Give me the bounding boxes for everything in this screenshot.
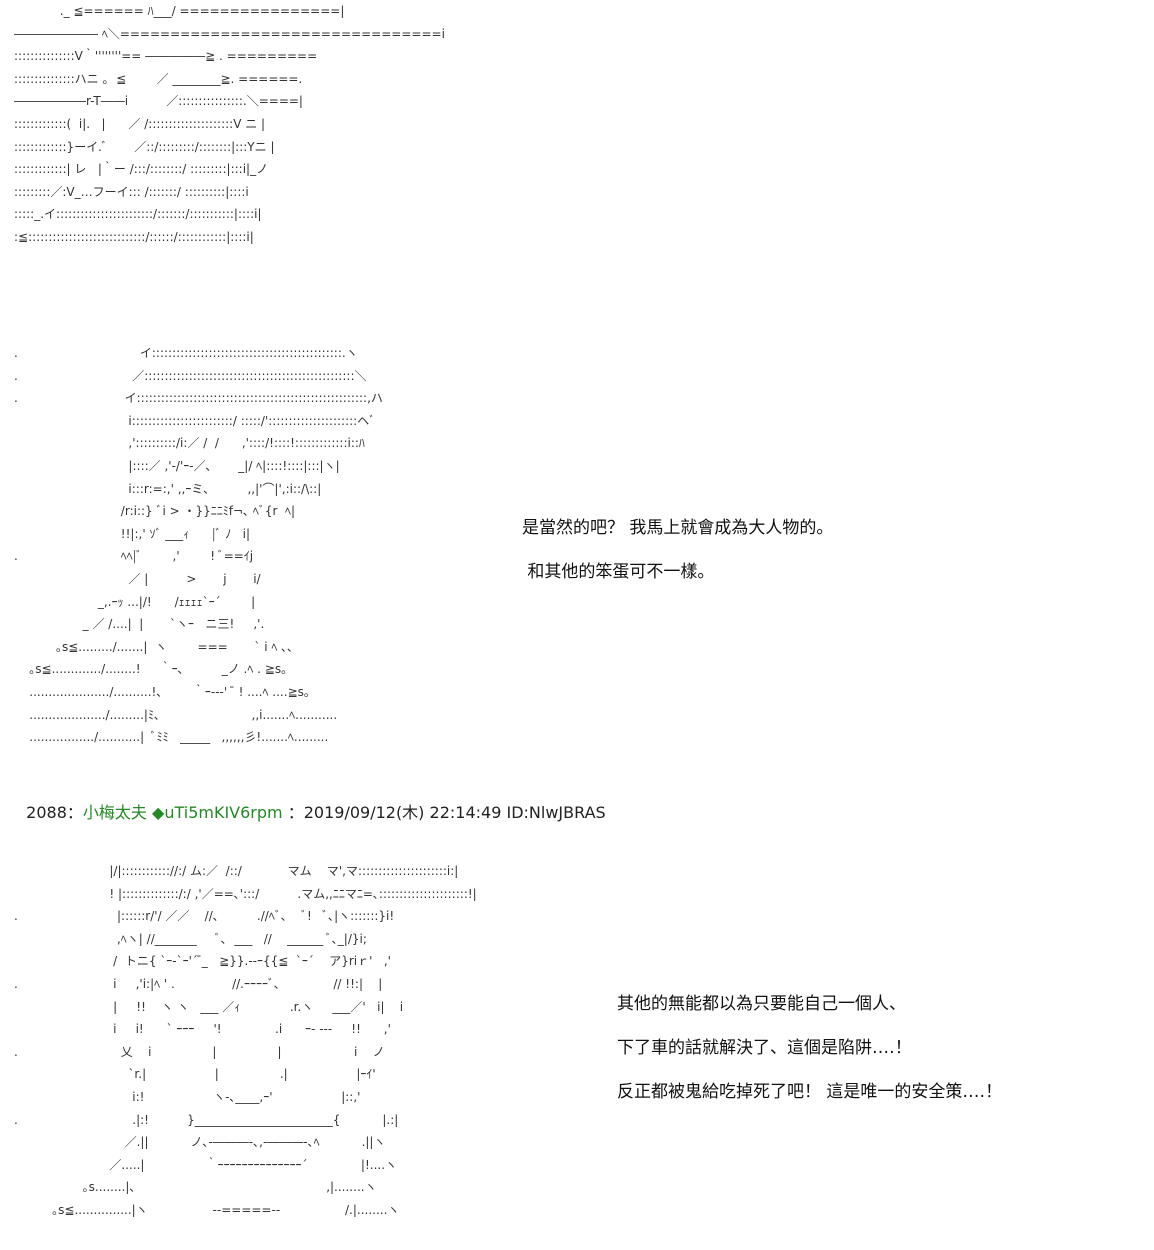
- post-id: ID:NlwJBRAS: [506, 803, 606, 822]
- ascii-art-line: ｡s≦...............|ヽ -‐=====‐- /.|......…: [14, 1202, 400, 1217]
- ascii-art-line: `r.| | .| |ｰｲ': [14, 1067, 376, 1082]
- ascii-art-line: . i ,'i:|ﾍ ' . //.ｰｰｰｰﾞ､ // !!:| |: [14, 976, 383, 991]
- ascii-art-line: i:::::::::::::::::::::::::/ :::::/':::::…: [14, 413, 376, 428]
- ascii-art-line: ...................../..........!､ ｀ｰ--‐…: [14, 684, 310, 699]
- ascii-art-line: i:::r:=:,' ,,ｰミ､ ,,|'⌒|',:i::/\::|: [14, 481, 322, 496]
- ascii-art-line: . .|:! }_______________________{ |.:|: [14, 1112, 399, 1127]
- ascii-art-line: :::::::::::::::ハニ ｡ ≦ ／ ________≧. =====…: [14, 71, 303, 86]
- dialog-line: 反正都被鬼給吃掉死了吧！ 這是唯一的安全策‥‥！: [617, 1082, 1003, 1102]
- ascii-art-line: :::::_.イ::::::::::::::::::::::::/:::::::…: [14, 207, 262, 222]
- ascii-art-character-middle: . イ:::::::::::::::::::::::::::::::::::::…: [14, 342, 383, 749]
- ascii-art-line: . |::::::r/'/ ／／ //､ .//ﾍﾞ､ ﾞ! ﾞ､|ヽ:::::…: [14, 909, 395, 924]
- dialog-line: 是當然的吧？ 我馬上就會成為大人物的。: [522, 518, 834, 538]
- separator: ：: [287, 803, 304, 822]
- ascii-art-line: ._ ≦====== ﾊ___/ ================|: [14, 4, 345, 18]
- ascii-art-line: ｡s≦............./........! ｀ｰ､ _ノ .ﾍ . ≧…: [14, 662, 288, 677]
- ascii-art-line: | !! ヽ ヽ ___ ／ｨ .r.ヽ ___／' i| i: [14, 999, 404, 1014]
- ascii-art-line: ／.....| ｀ｰｰｰｰｰｰｰｰｰｰｰｰｰｰ´ |!....ヽ: [14, 1157, 398, 1172]
- ascii-art-line: ｡s........|､ ,|........ヽ: [14, 1180, 377, 1195]
- ascii-art-line: /r:i::} ﾞi > ・}}ﾆﾆﾐf¬､ ﾍﾞ{r ﾍ|: [14, 504, 296, 519]
- dialog-line: 下了車的話就解決了、這個是陷阱‥‥！: [617, 1038, 912, 1058]
- ascii-art-line: :::::::::::::| レ |｀ー /:::/::::::::/ ::::…: [14, 162, 269, 177]
- ascii-art-top: ._ ≦====== ﾊ___/ ================| ―――――…: [14, 0, 445, 249]
- separator: ：: [66, 803, 83, 822]
- post-datetime: 2019/09/12(木) 22:14:49: [303, 803, 502, 822]
- poster-name[interactable]: 小梅太夫: [82, 803, 147, 822]
- ascii-art-line: _ ／ /....| | `ヽｰ ニ三! ,'.: [14, 617, 265, 632]
- dialog-line: 其他的無能都以為只要能自己一個人、: [617, 994, 906, 1014]
- ascii-art-line: |::::／ ,'-/'ｰ-／､ _|/ ﾍ|::::!::::|:::|ヽ|: [14, 458, 340, 473]
- ascii-art-character-bottom: |/|:::::::::::://:/ ム:／ /::/ マム マ',マ::::…: [14, 860, 477, 1222]
- ascii-art-line: :≦:::::::::::::::::::::::::::::/::::::/:…: [14, 229, 254, 244]
- ascii-art-line: _,.ｰｯ ...|/! /ｪｪｪｪ`ｰ´ |: [14, 594, 256, 609]
- ascii-art-line: . ／:::::::::::::::::::::::::::::::::::::…: [14, 368, 367, 383]
- ascii-art-line: . イ:::::::::::::::::::::::::::::::::::::…: [14, 391, 383, 406]
- ascii-art-line: !!|:,' ｿﾞ ___ｨ |ﾞ ﾉ i|: [14, 526, 251, 541]
- ascii-art-line: i:! ヽ-､____,ｰ' |::,': [14, 1089, 361, 1104]
- ascii-art-line: ｡s≦........./.......| ヽ === ` i ﾍ ､､: [14, 639, 294, 654]
- ascii-art-line: / トニ{ `ｰ-`ｰ'´ ̄_ ≧}}.--ｰ{{≦ `ｰ´ ア}riｒ' ,…: [14, 954, 391, 969]
- ascii-art-line: ――――――― ﾍ＼==============================…: [14, 26, 445, 41]
- ascii-art-line: :::::::::::::::V｀''''''''== ―――――≧ . ===…: [14, 49, 318, 64]
- poster-trip: ◆uTi5mKIV6rpm: [152, 803, 283, 822]
- ascii-art-line: :::::::::::::( i|. | ／ /::::::::::::::::…: [14, 116, 266, 131]
- post-number: 2088: [26, 803, 67, 822]
- ascii-art-line: |/|:::::::::::://:/ ム:／ /::/ マム マ',マ::::…: [14, 864, 459, 878]
- ascii-art-line: . 乂 i | | i ノ: [14, 1044, 385, 1059]
- ascii-art-line: i i! ` ｰｰｰ '! .i ｰ- --- !! ,': [14, 1022, 391, 1037]
- ascii-art-line: . イ:::::::::::::::::::::::::::::::::::::…: [14, 346, 358, 360]
- dialog-line: 和其他的笨蛋可不一樣。: [522, 562, 715, 582]
- ascii-art-line: ! |::::::::::::::/:/ ,'／==､':::/ .マム,,ﾆﾆ…: [14, 886, 477, 901]
- ascii-art-line: ,'::::::::::/i:／ / / ,'::::/!::::!::::::…: [14, 436, 365, 451]
- ascii-art-line: ................./...........| ﾞﾐﾐ _____…: [14, 730, 329, 745]
- ascii-art-line: :::::::::／:V_…フーイ::: /:::::::/ :::::::::…: [14, 184, 249, 199]
- ascii-art-line: ／ | > j i/: [14, 571, 261, 586]
- ascii-art-line: :::::::::::::}ーイ.ﾞ ／::/:::::::::/:::::::…: [14, 139, 275, 154]
- ascii-art-line: . ﾍﾍ|ﾞ ,' ! ﾞ==ｲj: [14, 549, 254, 564]
- ascii-art-line: ――――――r-T――i ／::::::::::::::::.＼====|: [14, 94, 303, 109]
- ascii-art-line: ,ﾍヽ| //_______ ﾞ､ ___ // ______ ﾞ､_|/}i;: [14, 931, 367, 946]
- post-header: 2088：小梅太夫 ◆uTi5mKIV6rpm ：2019/09/12(木) 2…: [16, 780, 606, 823]
- ascii-art-line: ..................../.........|ﾐ､ ,,i...…: [14, 707, 338, 722]
- ascii-art-line: ／.|| ノ､-―――-､,-―――-､ﾍ .||ヽ: [14, 1135, 386, 1150]
